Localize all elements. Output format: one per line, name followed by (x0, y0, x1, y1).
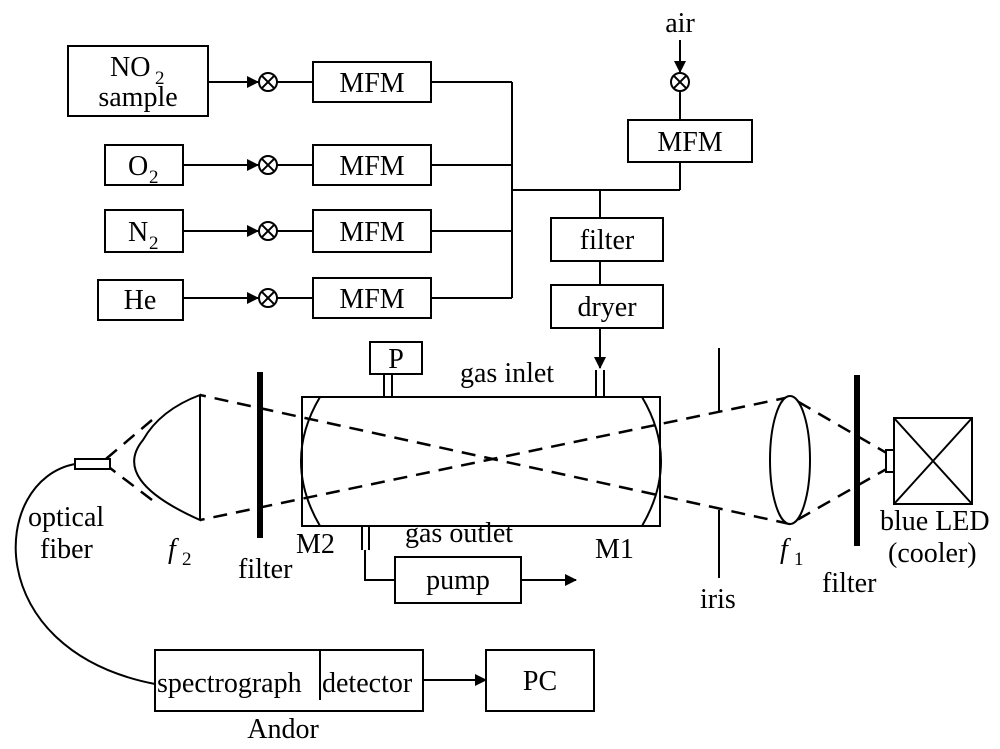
n2-subscript: 2 (149, 233, 159, 254)
no2-sample-label: sample (98, 82, 177, 113)
o2-source: O 2 (104, 144, 184, 188)
valve-icon (670, 72, 690, 92)
iris-label: iris (700, 584, 736, 615)
o2-label: O (128, 151, 148, 182)
n2-label: N (128, 217, 148, 248)
dryer-label: dryer (577, 292, 637, 323)
fiber-label: fiber (40, 534, 94, 565)
mfm-label: MFM (339, 284, 404, 315)
lens-f1 (769, 395, 811, 525)
mfm-label: MFM (339, 151, 404, 182)
filter-left-label: filter (238, 554, 293, 585)
mfm-n2: MFM (312, 209, 432, 253)
led-label: blue LED (880, 506, 990, 537)
no2-subscript: 2 (155, 68, 165, 89)
mfm-air: MFM (627, 119, 753, 163)
valve-icon (258, 221, 278, 241)
pc-label: PC (523, 666, 557, 697)
optical-fiber-label: optical (28, 502, 104, 533)
mirror-m2 (300, 396, 321, 527)
pressure-gauge: P (369, 341, 423, 397)
blue-led (885, 417, 973, 505)
gas-filter: filter (550, 217, 664, 262)
mfm-label: MFM (339, 68, 404, 99)
valve-icon (258, 72, 278, 92)
pump: pump (394, 556, 522, 604)
mirror-m1 (641, 396, 662, 527)
dryer: dryer (550, 284, 664, 329)
spectrograph-detector: spectrograph detector (154, 649, 424, 712)
m1-label: M1 (595, 534, 634, 565)
f2-subscript: 2 (182, 549, 192, 570)
mfm-o2: MFM (312, 144, 432, 186)
optical-fiber (14, 463, 156, 685)
gas-filter-label: filter (580, 225, 635, 256)
n2-source: N 2 (104, 209, 184, 254)
mfm-he: MFM (312, 277, 432, 319)
valve-icon (258, 155, 278, 175)
f1-label: f (780, 534, 791, 565)
f2-label: f (168, 534, 179, 565)
light-beam (99, 393, 891, 526)
pc: PC (485, 649, 595, 712)
mfm-label: MFM (657, 127, 722, 158)
he-label: He (124, 285, 157, 316)
valve-icon (258, 288, 278, 308)
no2-label: NO (110, 52, 150, 83)
no2-source: NO 2 sample (67, 45, 209, 117)
mfm-label: MFM (339, 217, 404, 248)
gas-inlet-label: gas inlet (460, 358, 554, 389)
lens-f2 (133, 393, 201, 522)
o2-subscript: 2 (149, 167, 159, 188)
f1-subscript: 1 (794, 549, 804, 570)
andor-label: Andor (247, 714, 319, 745)
air-label: air (665, 8, 695, 39)
pump-label: pump (426, 565, 490, 596)
led-cooler-label: (cooler) (888, 538, 977, 569)
fiber-connector (74, 458, 111, 470)
filter-right-label: filter (822, 568, 877, 599)
spectrograph-label: spectrograph (157, 668, 302, 699)
detector-label: detector (322, 668, 413, 699)
he-source: He (97, 279, 184, 321)
gas-outlet-label: gas outlet (405, 518, 513, 549)
pressure-label: P (388, 344, 404, 375)
mfm-no2: MFM (312, 61, 432, 103)
m2-label: M2 (296, 529, 335, 560)
gas-manifold (431, 81, 681, 299)
gas-cell (300, 396, 662, 527)
